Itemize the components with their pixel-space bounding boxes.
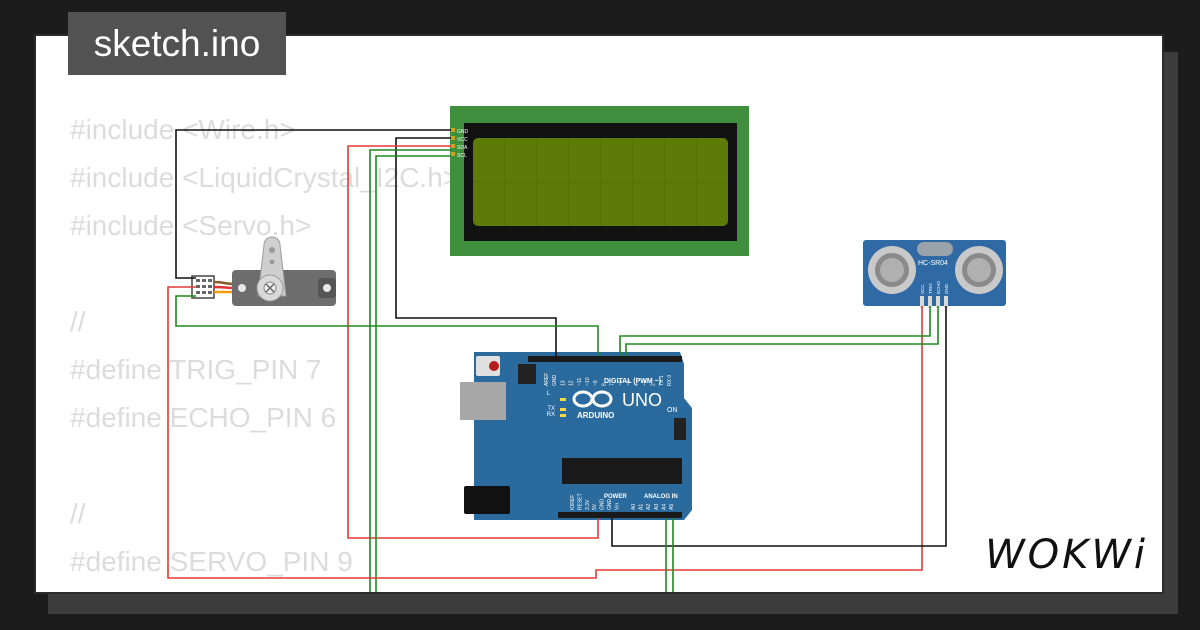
pin-label: A5 (669, 504, 675, 510)
wire-lcd-gnd-servo (175, 129, 451, 279)
code-line: #define ECHO_PIN 6 (70, 402, 337, 433)
wire-lcd-scl (375, 155, 451, 592)
arduino-brand-label: ARDUINO (577, 411, 614, 420)
pin-label: 12 (569, 380, 575, 386)
pin-label: ~9 (593, 380, 599, 386)
sensor-model-label: HC-SR04 (918, 260, 948, 267)
lcd-pin-label: SCL (457, 153, 467, 159)
pin-label: ~10 (585, 377, 591, 386)
pin-label: ~3 (642, 380, 648, 386)
pin-label: GND (607, 499, 613, 511)
pin-label: GND (600, 499, 606, 511)
code-line: #define TRIG_PIN 7 (70, 354, 322, 385)
file-tab[interactable]: sketch.ino (68, 12, 286, 75)
pin-label: 8 (601, 383, 607, 386)
pin-label: ~6 (618, 380, 624, 386)
pin-label: IOREF (570, 495, 576, 510)
arduino-model-label: UNO (622, 390, 662, 410)
wire-servo-signal (175, 295, 599, 356)
analog-header-label: ANALOG IN (644, 494, 678, 500)
pin-label: ~5 (626, 380, 632, 386)
power-header-label: POWER (604, 494, 627, 500)
pin-label: A3 (654, 504, 660, 510)
pin-label: A2 (646, 504, 652, 510)
lcd-pin-label: SDA (457, 145, 468, 151)
pin-label: A0 (631, 504, 637, 510)
pin-label: RESET (577, 493, 583, 510)
pin-label: 13 (560, 380, 566, 386)
code-line: #define SERVO_PIN 9 (70, 546, 353, 577)
pin-label: RX 0 (667, 375, 673, 386)
arduino-logo-icon (572, 390, 613, 408)
pin-label: AREF (544, 373, 550, 386)
wire-lcd-sda (369, 149, 451, 592)
power-on-label: ON (667, 407, 678, 414)
pin-label: A4 (661, 504, 667, 510)
sensor-pin-label: GND (944, 283, 949, 294)
ultrasonic-sensor[interactable]: HC-SR04 VCC TRIG ECHO GND (863, 240, 1006, 308)
pin-label: TX 1 (659, 375, 665, 386)
pin-label: 5V (592, 503, 598, 510)
wire-lcd-vcc (347, 145, 599, 539)
pin-label: A1 (639, 504, 645, 510)
wokwi-logo: WOKWi (985, 532, 1148, 578)
sensor-pin-label: TRIG (928, 283, 933, 294)
pin-label: 4 (634, 383, 640, 386)
wire-trig (619, 306, 931, 356)
led-tx-label: TX (547, 406, 555, 412)
led-l-label: L (547, 391, 551, 397)
wire-echo (625, 306, 939, 356)
pin-label: Vin (614, 503, 620, 510)
arduino-uno-board[interactable]: L TX RX DIGITAL (PWM ~) POWER ANALOG IN … (460, 352, 692, 520)
pin-label: 2 (651, 383, 657, 386)
wire-lcd-gnd-board (395, 137, 557, 356)
pin-label: 3.3V (585, 499, 591, 510)
sensor-pin-label: ECHO (936, 280, 941, 294)
digital-header-label: DIGITAL (PWM ~) (604, 378, 661, 385)
code-line: #include <Servo.h> (70, 210, 312, 241)
wire-sensor-gnd (611, 306, 947, 547)
servo-motor[interactable] (191, 236, 336, 306)
pin-label: 7 (610, 383, 616, 386)
code-line: #include <LiquidCrystal_I2C.h> (70, 162, 460, 193)
pin-label: GND (552, 375, 558, 387)
lcd-pin-label: GND (457, 129, 469, 135)
code-line: // (70, 306, 86, 337)
circuit-wires (167, 129, 947, 592)
sensor-pin-label: VCC (920, 284, 925, 294)
led-rx-label: RX (547, 412, 555, 418)
code-line: // (70, 498, 86, 529)
lcd-pin-label: VCC (457, 137, 468, 143)
lcd-module[interactable]: GND VCC SDA SCL (450, 106, 749, 256)
code-editor[interactable]: #include <Wire.h>#include <LiquidCrystal… (70, 106, 459, 586)
pin-label: ~11 (577, 378, 583, 386)
file-tab-label: sketch.ino (93, 23, 261, 64)
wire-5v (167, 286, 923, 579)
